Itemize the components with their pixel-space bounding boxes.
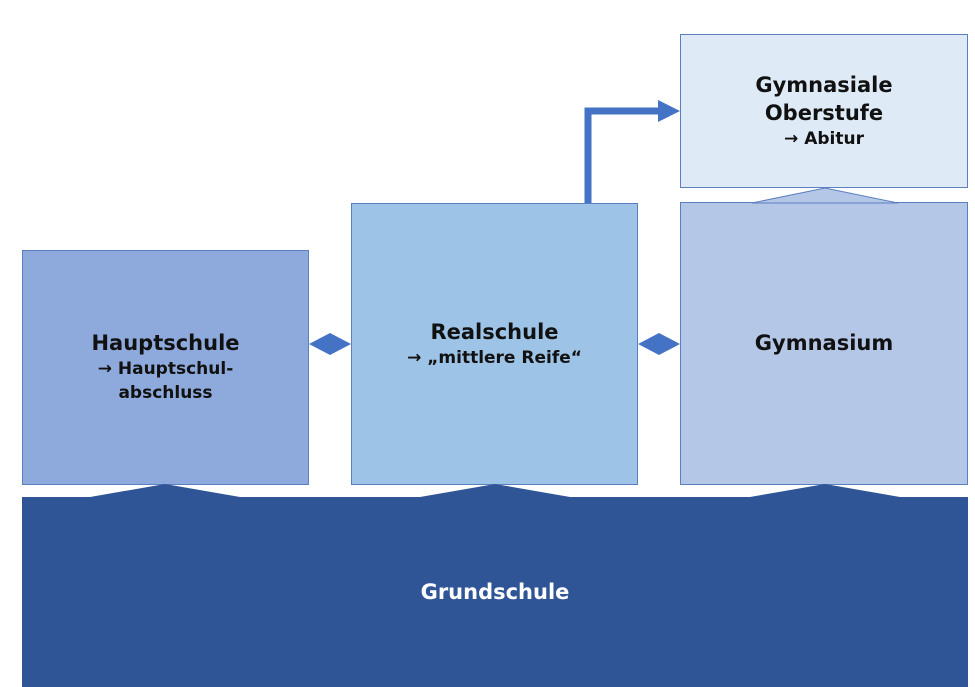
transition-chevron-realschule — [420, 484, 570, 497]
oberstufe-label-line2: Oberstufe — [764, 101, 884, 125]
grundschule-label: Grundschule — [420, 579, 570, 604]
gymnasium-box: Gymnasium — [680, 202, 968, 485]
oberstufe-box: Gymnasiale Oberstufe → Abitur — [680, 34, 968, 188]
transition-chevron-oberstufe — [751, 187, 899, 204]
hauptschule-qualification-line1: → Hauptschul- — [97, 359, 234, 379]
grundschule-box: Grundschule — [22, 497, 968, 687]
permeability-diamond-real-gym — [638, 333, 680, 355]
realschule-to-oberstufe-arrow-line — [584, 107, 660, 203]
realschule-to-oberstufe-arrowhead — [658, 100, 680, 122]
transition-chevron-gymnasium — [750, 484, 900, 497]
hauptschule-qualification-line2: abschluss — [118, 383, 213, 403]
realschule-label: Realschule — [430, 319, 559, 344]
oberstufe-label-line1: Gymnasiale — [755, 73, 893, 97]
oberstufe-qualification: → Abitur — [784, 129, 864, 149]
permeability-diamond-haupt-real — [309, 333, 351, 355]
gymnasium-label: Gymnasium — [754, 331, 894, 355]
realschule-box: Realschule → „mittlere Reife“ — [351, 203, 638, 485]
transition-chevron-hauptschule — [90, 484, 240, 497]
hauptschule-box: Hauptschule → Hauptschul- abschluss — [22, 250, 309, 485]
realschule-qualification: → „mittlere Reife“ — [407, 347, 582, 368]
hauptschule-label: Hauptschule — [91, 331, 240, 355]
